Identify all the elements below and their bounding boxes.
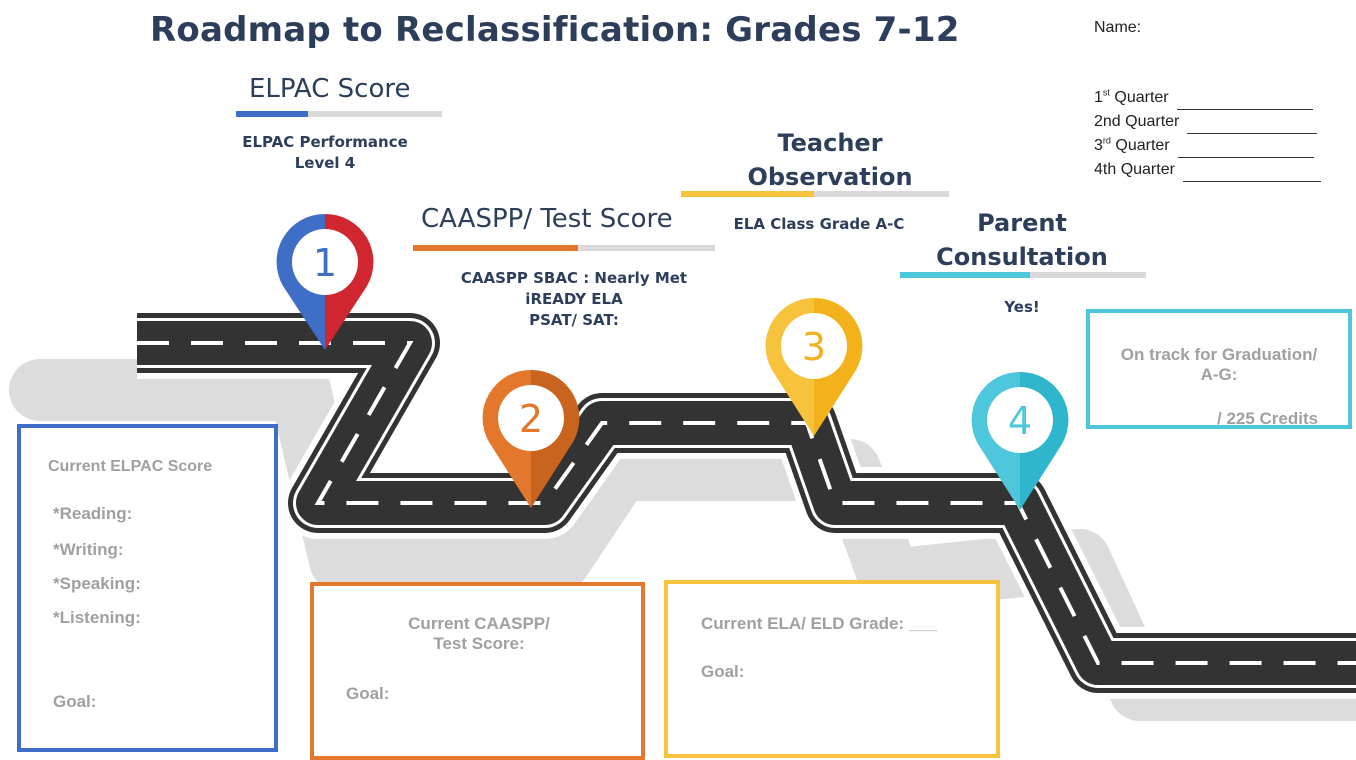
parent-detail: Yes! (1004, 298, 1040, 316)
caaspp-bar-track (578, 245, 715, 251)
graduation-box: On track for Graduation/ A-G: / 225 Cred… (1086, 309, 1352, 429)
caaspp-box-title-line1: Current CAASPP/ (408, 614, 550, 633)
page-title: Roadmap to Reclassification: Grades 7-12 (150, 10, 960, 50)
parent-heading-line1: Parent (977, 209, 1067, 237)
parent-bar-accent (900, 272, 1030, 278)
pin-1: 1 (276, 213, 374, 351)
teacher-heading-line1: Teacher (777, 129, 883, 157)
pin-4-number: 4 (1008, 399, 1032, 443)
pin-1-number: 1 (313, 241, 337, 285)
graduation-box-title: On track for Graduation/ A-G: (1090, 345, 1348, 385)
caaspp-detail-line1: CAASPP SBAC : Nearly Met (460, 269, 688, 287)
quarter-2-label: 2nd Quarter (1094, 113, 1180, 130)
caaspp-bar-accent (413, 245, 578, 251)
elpac-box-title: Current ELPAC Score (48, 458, 213, 475)
elpac-bar-track (308, 111, 442, 117)
caaspp-score-box: Current CAASPP/ Test Score: Goal: (310, 582, 645, 760)
caaspp-detail-line2: iREADY ELA (525, 290, 623, 308)
elpac-bar-accent (236, 111, 308, 117)
caaspp-detail: CAASPP SBAC : Nearly Met iREADY ELA PSAT… (448, 268, 700, 331)
quarter-1-label: 1st Quarter (1094, 87, 1169, 106)
quarter-4-blank[interactable] (1182, 165, 1321, 182)
quarter-3-blank[interactable] (1177, 141, 1314, 158)
ela-goal-label[interactable]: Goal: (701, 662, 745, 681)
quarter-2-blank[interactable] (1187, 117, 1318, 134)
ela-grade-box: Current ELA/ ELD Grade: ___ Goal: (664, 580, 1000, 758)
parent-heading: Parent Consultation (922, 206, 1122, 274)
elpac-detail: ELPAC Performance Level 4 (225, 132, 425, 174)
pin-4: 4 (971, 371, 1069, 511)
parent-heading-line2: Consultation (936, 243, 1108, 271)
pin-3: 3 (765, 297, 863, 437)
caaspp-heading: CAASPP/ Test Score (421, 204, 673, 234)
elpac-speaking-label[interactable]: *Speaking: (53, 574, 141, 593)
pin-2: 2 (482, 369, 580, 509)
ela-box-title[interactable]: Current ELA/ ELD Grade: ___ (701, 614, 938, 633)
caaspp-goal-label[interactable]: Goal: (346, 684, 390, 703)
graduation-box-title-line1: On track for Graduation/ (1120, 345, 1318, 364)
elpac-writing-label[interactable]: *Writing: (53, 540, 124, 559)
quarter-1-blank[interactable] (1176, 93, 1313, 110)
caaspp-detail-line3: PSAT/ SAT: (529, 311, 619, 329)
quarter-list: 1st Quarter 2nd Quarter 3rd Quarter 4th … (1094, 86, 1321, 182)
elpac-score-box: Current ELPAC Score *Reading: *Writing: … (17, 424, 278, 752)
quarter-1: 1st Quarter (1094, 86, 1321, 110)
quarter-3-label: 3rd Quarter (1094, 135, 1170, 154)
road-center-dashes (137, 341, 1356, 665)
pin-2-number: 2 (519, 397, 543, 441)
elpac-detail-line1: ELPAC Performance (242, 133, 408, 151)
elpac-listening-label[interactable]: *Listening: (53, 608, 141, 627)
pin-3-number: 3 (802, 325, 826, 369)
teacher-heading-line2: Observation (747, 163, 913, 191)
caaspp-box-title: Current CAASPP/ Test Score: (374, 614, 584, 654)
elpac-heading: ELPAC Score (249, 74, 411, 104)
quarter-3: 3rd Quarter (1094, 134, 1321, 158)
caaspp-box-title-line2: Test Score: (433, 634, 525, 653)
teacher-bar-accent (681, 191, 814, 197)
quarter-2: 2nd Quarter (1094, 110, 1321, 134)
teacher-heading: Teacher Observation (730, 126, 930, 194)
elpac-detail-line2: Level 4 (294, 154, 356, 172)
graduation-credits[interactable]: / 225 Credits (1217, 409, 1319, 428)
teacher-detail: ELA Class Grade A-C (733, 215, 905, 233)
parent-bar-track (1030, 272, 1146, 278)
teacher-bar-track (814, 191, 949, 197)
graduation-box-title-line2: A-G: (1200, 365, 1238, 384)
quarter-4-label: 4th Quarter (1094, 161, 1175, 178)
roadmap-graphic: 1 2 3 4 (9, 213, 1356, 721)
quarter-4: 4th Quarter (1094, 158, 1321, 182)
name-label: Name: (1094, 19, 1142, 36)
elpac-reading-label[interactable]: *Reading: (53, 504, 133, 523)
elpac-goal-label[interactable]: Goal: (53, 692, 97, 711)
